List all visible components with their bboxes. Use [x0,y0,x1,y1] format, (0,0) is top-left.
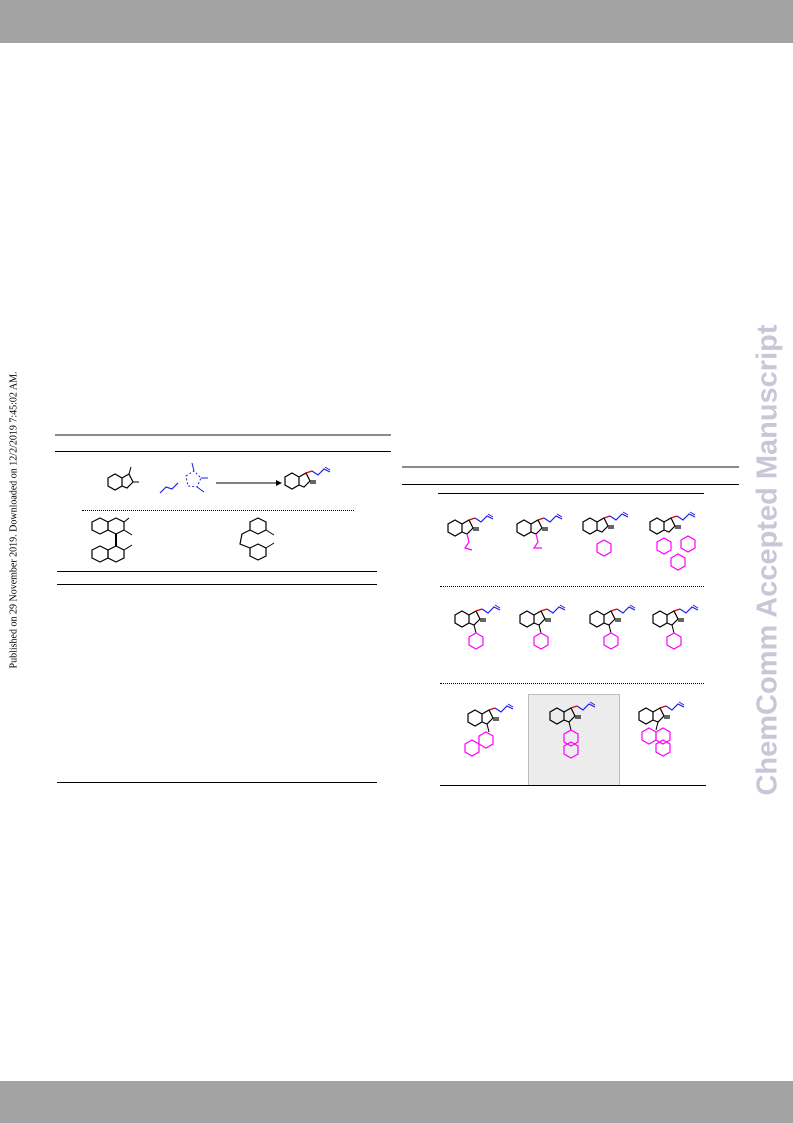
right-scheme-top-rule [438,493,704,494]
catalyst-spiro [239,517,275,561]
left-scheme-bottom-rule [57,571,377,572]
product-structure [284,466,331,490]
catalyst-binaphthyl [91,517,133,563]
reaction-arrowhead [276,480,282,486]
right-scheme-divider-1 [440,586,704,587]
left-table-bottom-rule [57,782,377,783]
right-table-header-rule [402,484,739,485]
right-scheme-bottom-rule [440,785,706,786]
reactant-structure [107,466,139,491]
left-scheme-divider [82,510,354,511]
header-bar [0,0,793,43]
right-scheme-divider-2 [440,683,704,684]
footer-bar [0,1081,793,1123]
left-table-top-rule [55,434,391,436]
left-table-rule [57,584,377,585]
right-table-top-rule [402,466,739,468]
reagent-structure [159,462,208,494]
left-table-header-rule [55,451,391,452]
